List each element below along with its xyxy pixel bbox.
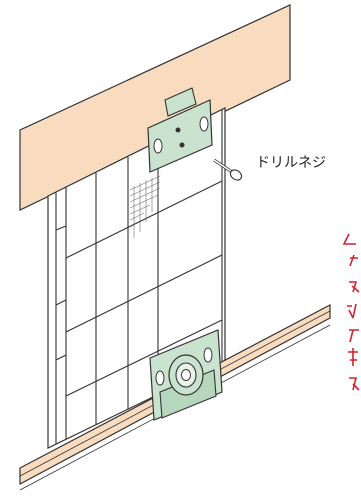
roller-icon <box>168 354 204 396</box>
drill-screw-label: ドリルネジ <box>256 155 326 171</box>
mesh-pattern <box>129 175 161 238</box>
upper-bracket <box>147 87 213 173</box>
drill-screw-icon <box>213 158 243 181</box>
upper-beam <box>19 4 291 211</box>
door-frame-lines <box>55 110 223 444</box>
